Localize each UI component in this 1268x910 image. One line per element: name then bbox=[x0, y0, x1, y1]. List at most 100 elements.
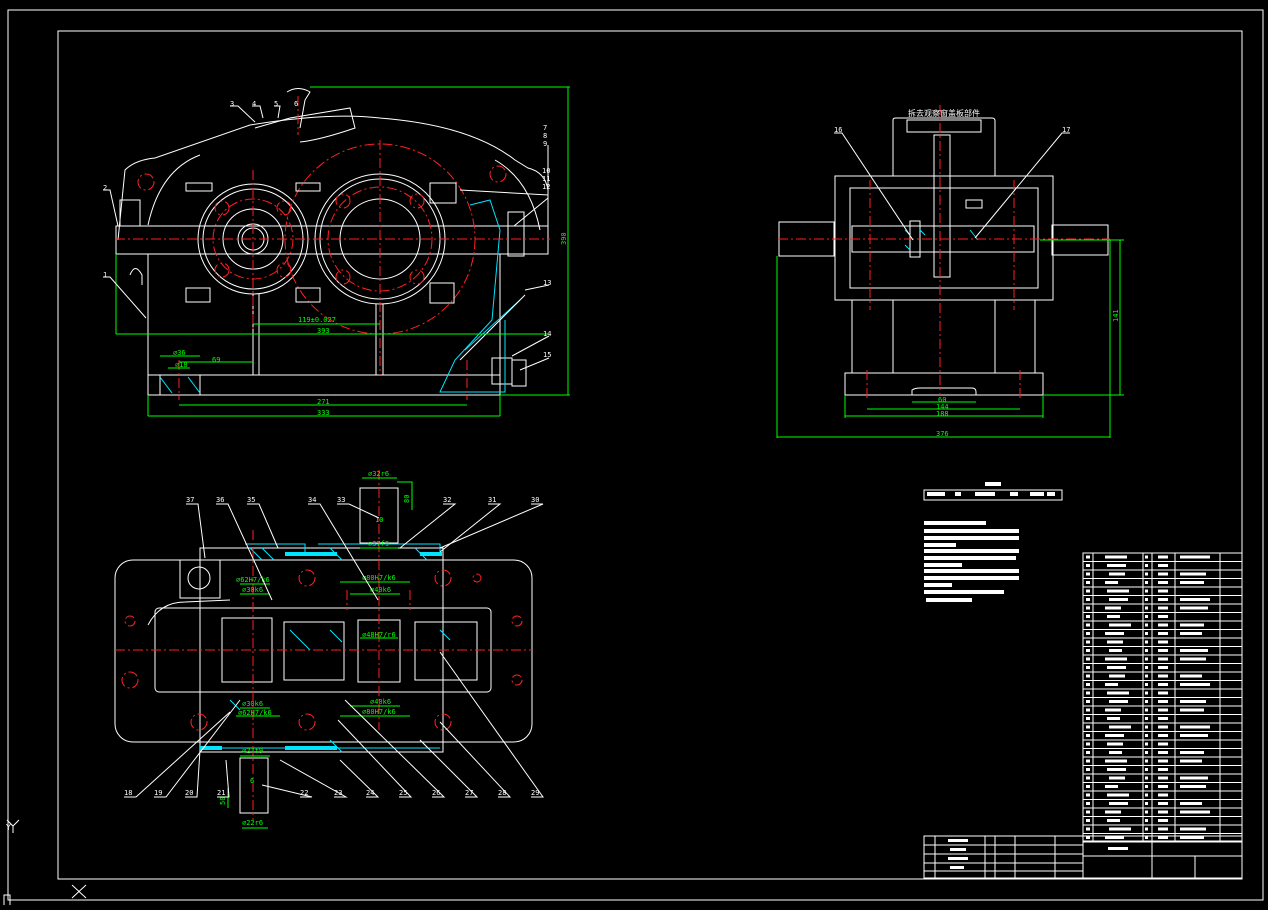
leader-line bbox=[247, 503, 279, 549]
leader-line bbox=[439, 503, 544, 549]
note-line bbox=[924, 536, 1019, 540]
parts-row-index bbox=[1086, 708, 1090, 712]
parts-row-index bbox=[1086, 810, 1090, 814]
leader-line bbox=[308, 503, 379, 601]
parts-row-material bbox=[1158, 615, 1168, 618]
parts-row-name bbox=[1107, 717, 1120, 720]
parts-row-material bbox=[1158, 666, 1168, 669]
parts-row-note bbox=[1180, 632, 1202, 635]
parts-row-material bbox=[1158, 674, 1168, 678]
parts-row-qty bbox=[1145, 683, 1148, 686]
parts-row-qty bbox=[1145, 623, 1148, 627]
parts-row-index bbox=[1086, 657, 1090, 661]
parts-row-index bbox=[1086, 555, 1090, 559]
parts-row-name bbox=[1105, 606, 1121, 610]
parts-row-qty bbox=[1145, 691, 1148, 695]
parts-row-material bbox=[1158, 827, 1168, 831]
parts-row-note bbox=[1180, 725, 1210, 729]
dim-input-len: 50 bbox=[219, 797, 227, 805]
part-number-15: 15 bbox=[543, 351, 551, 359]
parts-row-index bbox=[1086, 572, 1090, 576]
parts-row-index bbox=[1086, 606, 1090, 610]
parts-row-name bbox=[1105, 632, 1124, 635]
parts-row-name bbox=[1105, 708, 1121, 712]
parts-row-name bbox=[1105, 555, 1127, 559]
parts-row-name bbox=[1107, 691, 1129, 695]
dim-slot: 60 bbox=[938, 396, 946, 404]
parts-row-note bbox=[1180, 785, 1206, 788]
dim-bolt-hole-outer: ⌀36 bbox=[173, 349, 186, 357]
parts-row-material bbox=[1158, 572, 1168, 576]
parts-row-index bbox=[1086, 768, 1090, 771]
parts-row-name bbox=[1109, 623, 1131, 627]
top-view: ⌀32r6 80 10 ⌀37f9 ⌀80H7/k6 ⌀40k6 ⌀48H7/r… bbox=[114, 470, 533, 829]
parts-row-index bbox=[1086, 836, 1090, 839]
part-number-4: 4 bbox=[252, 100, 256, 108]
dim-side-height: 141 bbox=[1112, 309, 1120, 322]
leader-line bbox=[337, 503, 380, 519]
part-number-31: 31 bbox=[488, 496, 496, 504]
part-number-36: 36 bbox=[216, 496, 224, 504]
leader-line bbox=[344, 699, 446, 798]
leader-line bbox=[419, 739, 479, 798]
parts-row-material bbox=[1158, 632, 1168, 635]
parts-row-index bbox=[1086, 589, 1090, 593]
parts-row-note bbox=[1180, 683, 1210, 686]
parts-row-index bbox=[1086, 785, 1090, 788]
part-number-6: 6 bbox=[294, 100, 298, 108]
dim-bearing-in-shaft-bot: ⌀30k6 bbox=[242, 700, 263, 708]
note-header-cell bbox=[1010, 492, 1018, 496]
parts-row-material bbox=[1158, 606, 1168, 610]
parts-row-qty bbox=[1145, 649, 1148, 652]
parts-row-name bbox=[1105, 810, 1121, 814]
part-number-7: 7 bbox=[543, 124, 547, 132]
svg-text:Y: Y bbox=[5, 823, 11, 832]
parts-row-index bbox=[1086, 683, 1090, 686]
parts-row-name bbox=[1109, 700, 1128, 703]
parts-row-index bbox=[1086, 674, 1090, 678]
parts-row-material bbox=[1158, 555, 1168, 559]
parts-row-qty bbox=[1145, 666, 1148, 669]
parts-row-name bbox=[1107, 666, 1126, 669]
dim-seal-out: ⌀37f9 bbox=[368, 540, 389, 548]
side-view: 60 144 188 376 141 拆去观察窗盖板部件 16 17 bbox=[776, 105, 1124, 438]
parts-row-index bbox=[1086, 827, 1090, 831]
parts-row-material bbox=[1158, 700, 1168, 703]
parts-row-note bbox=[1180, 572, 1206, 576]
parts-row-index bbox=[1086, 649, 1090, 652]
note-line bbox=[924, 521, 986, 525]
parts-row-material bbox=[1158, 742, 1168, 746]
part-number-22: 22 bbox=[300, 789, 308, 797]
parts-row-name bbox=[1109, 598, 1128, 601]
note-header-cell bbox=[1030, 492, 1044, 496]
dim-bearing-in-housing-top: ⌀62H7/k6 bbox=[236, 576, 270, 584]
part-number-30: 30 bbox=[531, 496, 539, 504]
parts-row-index bbox=[1086, 776, 1090, 780]
parts-row-material bbox=[1158, 836, 1168, 839]
dim-bearing-out-housing: ⌀80H7/k6 bbox=[362, 574, 396, 582]
part-number-14: 14 bbox=[543, 330, 551, 338]
parts-row-material bbox=[1158, 759, 1168, 763]
parts-row-material bbox=[1158, 581, 1168, 584]
parts-row-qty bbox=[1145, 640, 1148, 644]
leader-line bbox=[217, 759, 230, 798]
parts-row-index bbox=[1086, 632, 1090, 635]
parts-row-qty bbox=[1145, 776, 1148, 780]
parts-row-material bbox=[1158, 589, 1168, 593]
parts-row-note bbox=[1180, 802, 1202, 805]
parts-row-qty bbox=[1145, 555, 1148, 559]
dim-width-top: 393 bbox=[317, 327, 330, 335]
leader-line bbox=[399, 503, 457, 549]
parts-row-name bbox=[1107, 768, 1126, 771]
parts-row-index bbox=[1086, 640, 1090, 644]
parts-row-qty bbox=[1145, 708, 1148, 712]
parts-row-qty bbox=[1145, 802, 1148, 805]
parts-row-qty bbox=[1145, 785, 1148, 788]
note-line bbox=[924, 569, 1019, 573]
parts-row-index bbox=[1086, 819, 1090, 822]
parts-row-qty bbox=[1145, 674, 1148, 678]
side-view-note: 拆去观察窗盖板部件 bbox=[908, 108, 980, 118]
parts-row-index bbox=[1086, 666, 1090, 669]
